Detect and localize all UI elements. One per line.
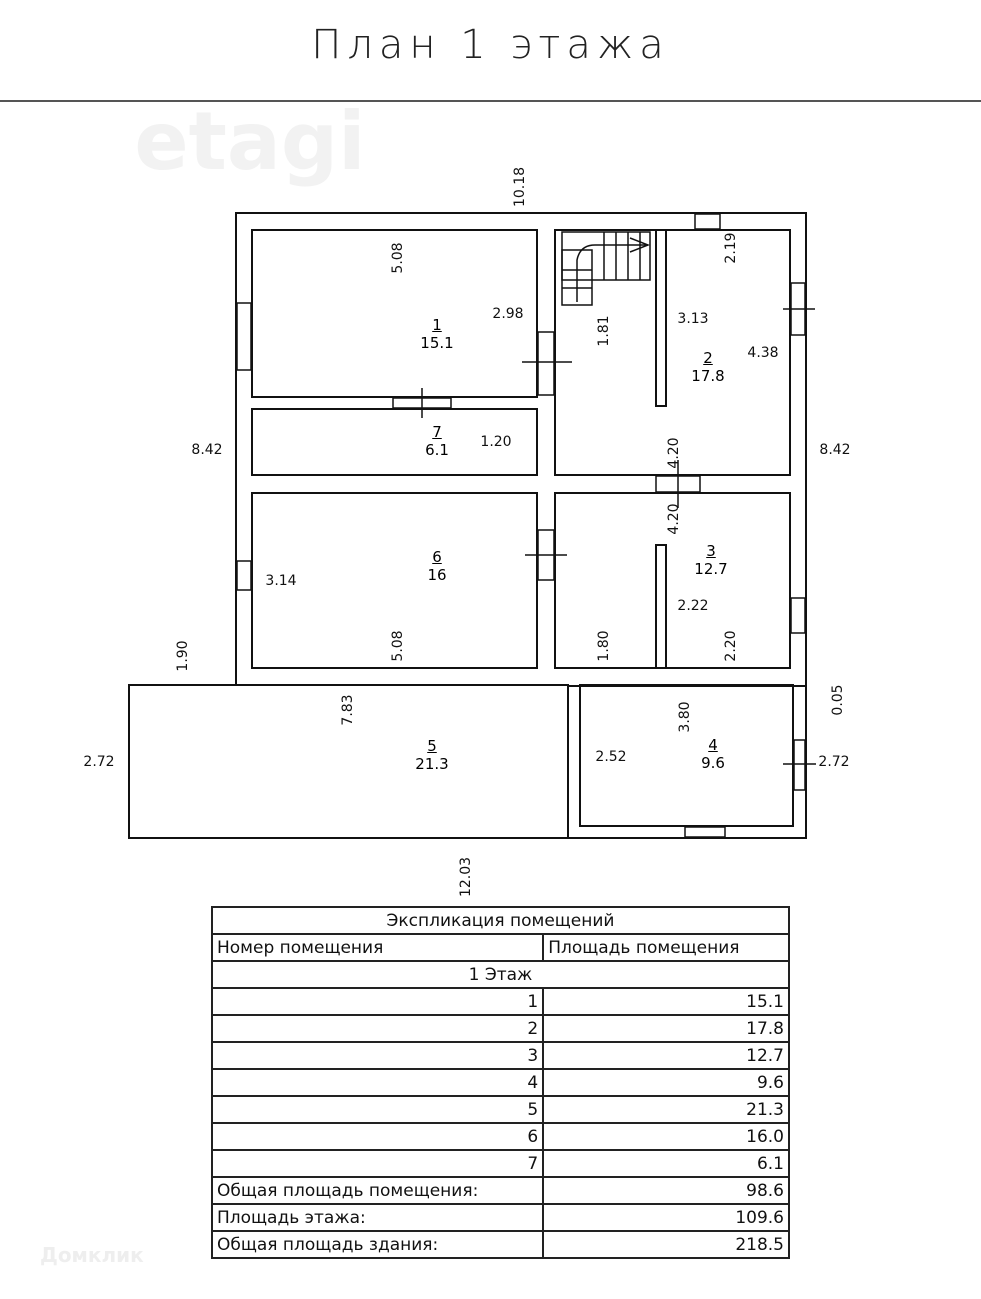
total-row: Общая площадь здания:218.5 bbox=[210, 1230, 790, 1259]
dim: 8.42 bbox=[191, 442, 223, 458]
dim: 4.20 bbox=[666, 503, 682, 535]
room-4 bbox=[579, 684, 794, 827]
dim: 0.05 bbox=[830, 684, 846, 716]
table-title: Экспликация помещений bbox=[211, 906, 790, 935]
partition bbox=[655, 229, 667, 407]
dim: 1.20 bbox=[480, 434, 512, 450]
floor-plan bbox=[128, 212, 816, 839]
watermark-center: etagi bbox=[134, 95, 366, 188]
dim: 3.80 bbox=[677, 701, 693, 733]
total-row: Площадь этажа:109.6 bbox=[210, 1203, 790, 1232]
dim: 2.19 bbox=[723, 232, 739, 264]
room-2 bbox=[554, 229, 791, 476]
room-6 bbox=[251, 492, 538, 669]
dim: 4.38 bbox=[747, 345, 779, 361]
dim: 8.42 bbox=[819, 442, 851, 458]
total-row: Общая площадь помещения:98.6 bbox=[210, 1176, 790, 1205]
page-title: План 1 этажа bbox=[311, 22, 670, 68]
dim: 7.83 bbox=[340, 694, 356, 726]
room-1 bbox=[251, 229, 538, 398]
divider bbox=[0, 100, 981, 102]
outer-wall-2 bbox=[568, 686, 807, 839]
dim: 1.80 bbox=[596, 630, 612, 662]
dim: 1.90 bbox=[175, 640, 191, 672]
room-7 bbox=[251, 408, 538, 476]
outer-wall bbox=[235, 212, 807, 687]
col-header: Площадь помещения bbox=[542, 933, 790, 962]
watermark-logo: Домклик bbox=[40, 1243, 144, 1267]
dim: 5.08 bbox=[390, 242, 406, 274]
dim: 10.18 bbox=[512, 166, 528, 208]
room-3 bbox=[554, 492, 791, 669]
dim: 1.81 bbox=[596, 315, 612, 347]
dim: 5.08 bbox=[390, 630, 406, 662]
stairs-icon bbox=[561, 231, 651, 306]
dim: 2.22 bbox=[677, 598, 709, 614]
partition bbox=[655, 544, 667, 669]
dim: 2.72 bbox=[818, 754, 850, 770]
floor-row: 1 Этаж bbox=[211, 960, 790, 989]
col-header: Номер помещения bbox=[210, 933, 545, 962]
dim: 4.20 bbox=[666, 437, 682, 469]
dim: 3.14 bbox=[265, 573, 297, 589]
dim: 2.52 bbox=[595, 749, 627, 765]
dim: 3.13 bbox=[677, 311, 709, 327]
room-5 bbox=[128, 684, 569, 839]
dim: 2.72 bbox=[83, 754, 115, 770]
dim: 2.20 bbox=[723, 630, 739, 662]
dim: 12.03 bbox=[458, 856, 474, 898]
doors bbox=[392, 308, 816, 765]
dim: 2.98 bbox=[492, 306, 524, 322]
